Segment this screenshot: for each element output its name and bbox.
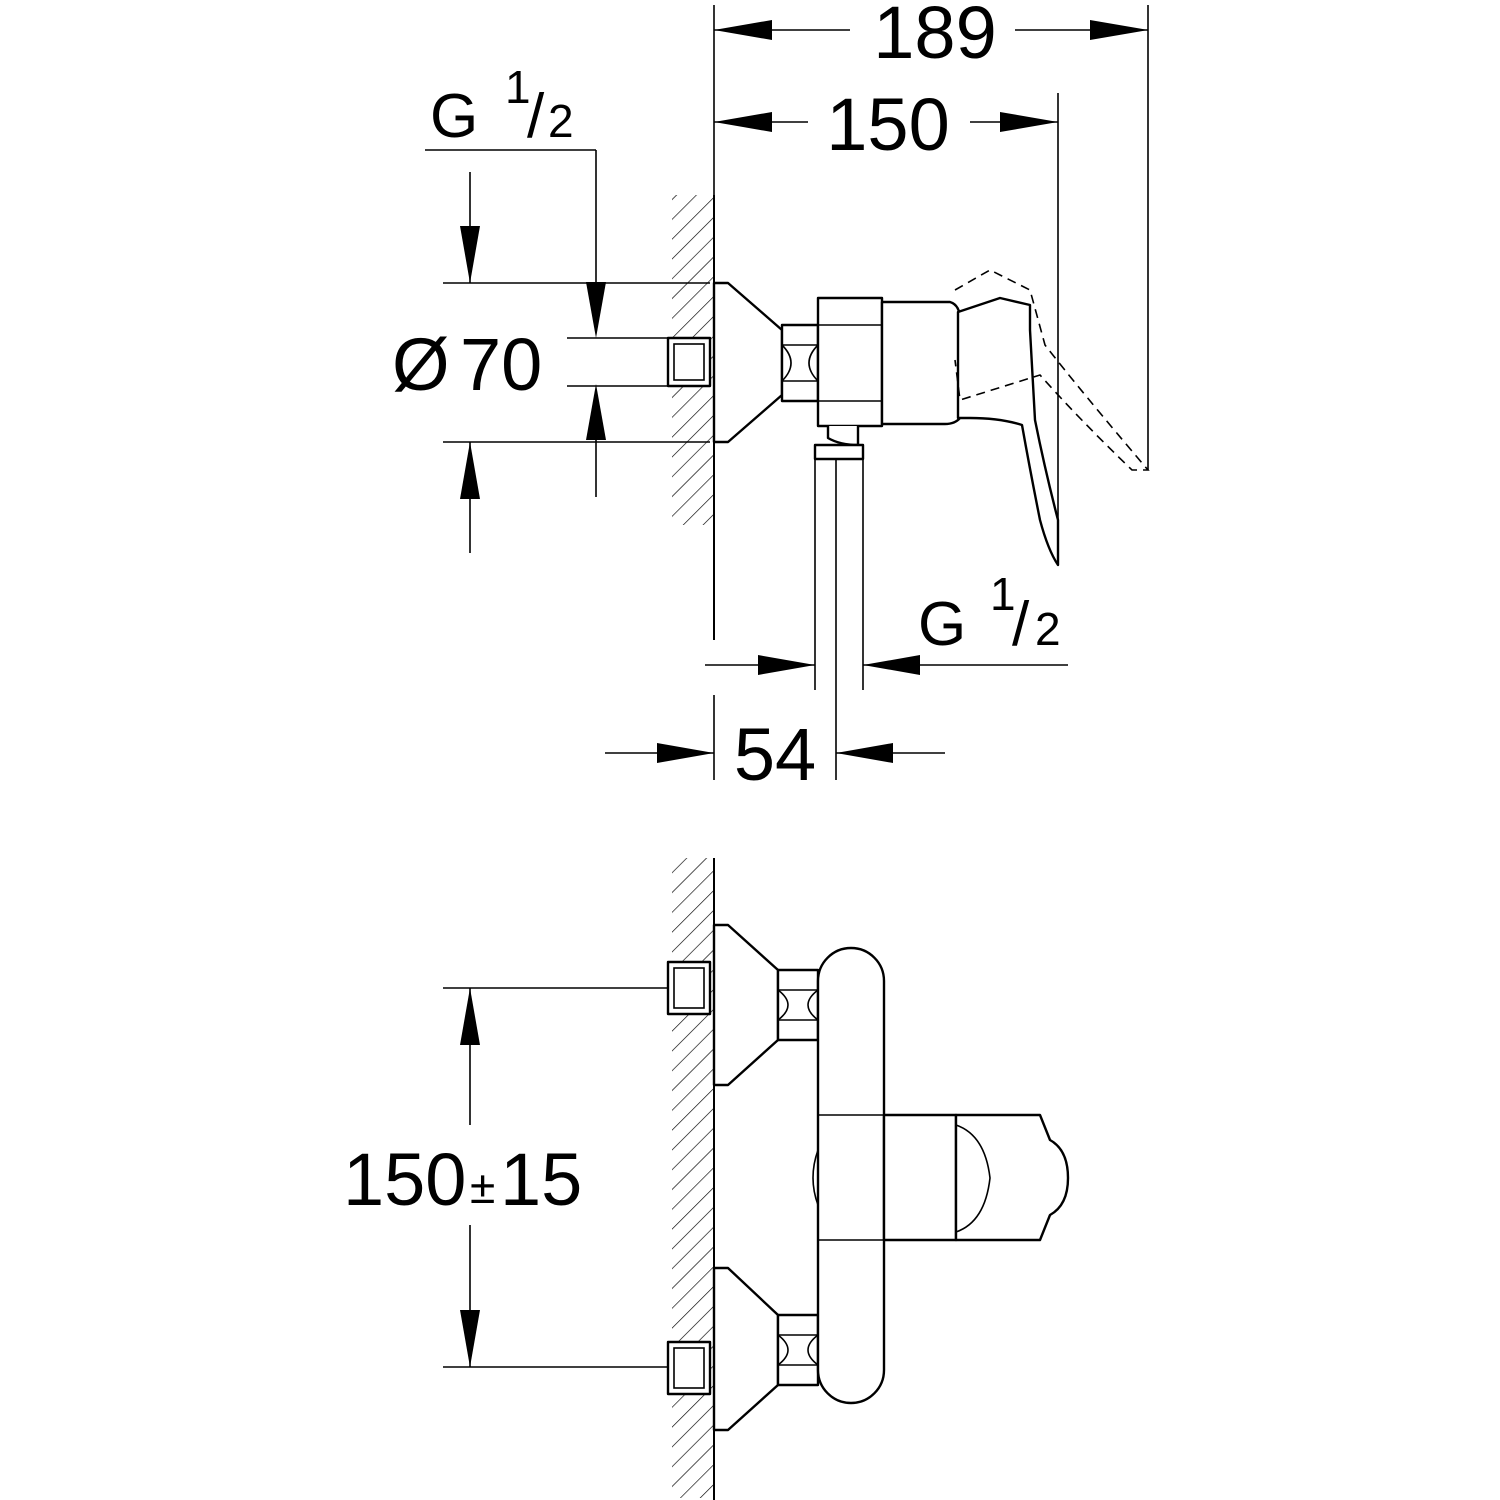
svg-text:2: 2 [1035, 603, 1061, 655]
dim-54: 54 [605, 695, 945, 796]
svg-text:/: / [1012, 590, 1030, 659]
svg-text:1: 1 [990, 568, 1016, 620]
union-nut-side [780, 323, 820, 403]
svg-text:70: 70 [460, 323, 542, 406]
front-view: 150 ± 15 [343, 858, 1070, 1500]
svg-text:G: G [430, 82, 478, 151]
svg-text:2: 2 [548, 95, 574, 147]
lever-alternate-dashed [954, 269, 1150, 471]
svg-text:G: G [918, 590, 966, 659]
side-view: 189 150 G 1 / 2 [392, 0, 1150, 796]
mixer-body-front [816, 946, 886, 1405]
inlet-stub-side [666, 336, 712, 388]
svg-text:15: 15 [500, 1138, 582, 1221]
thread-label-outlet: G 1 / 2 [705, 568, 1068, 675]
inlet-top-front [666, 923, 820, 1087]
svg-text:/: / [527, 82, 545, 151]
svg-text:±: ± [470, 1161, 495, 1213]
svg-text:1: 1 [505, 61, 531, 113]
escutcheon-side [712, 281, 784, 444]
wall-hatch-bottom [672, 858, 714, 1498]
inlet-bottom-front [666, 1266, 820, 1432]
dim-diameter-70: Ø 70 [392, 172, 710, 553]
svg-text:150: 150 [343, 1138, 466, 1221]
svg-text:Ø: Ø [392, 323, 450, 406]
thread-label-inlet: G 1 / 2 [425, 61, 606, 497]
mixer-body-side [816, 296, 962, 447]
dim-150: 150 [714, 83, 1059, 565]
lever-handle-side [956, 296, 1060, 567]
dim-54-label: 54 [734, 713, 816, 796]
outlet-pipe-side [813, 443, 865, 780]
dim-189-label: 189 [873, 0, 996, 74]
dim-189: 189 [713, 0, 1149, 470]
dim-150-label: 150 [826, 83, 949, 166]
dim-inlet-spacing: 150 ± 15 [343, 987, 668, 1368]
lever-front [882, 1113, 1070, 1242]
